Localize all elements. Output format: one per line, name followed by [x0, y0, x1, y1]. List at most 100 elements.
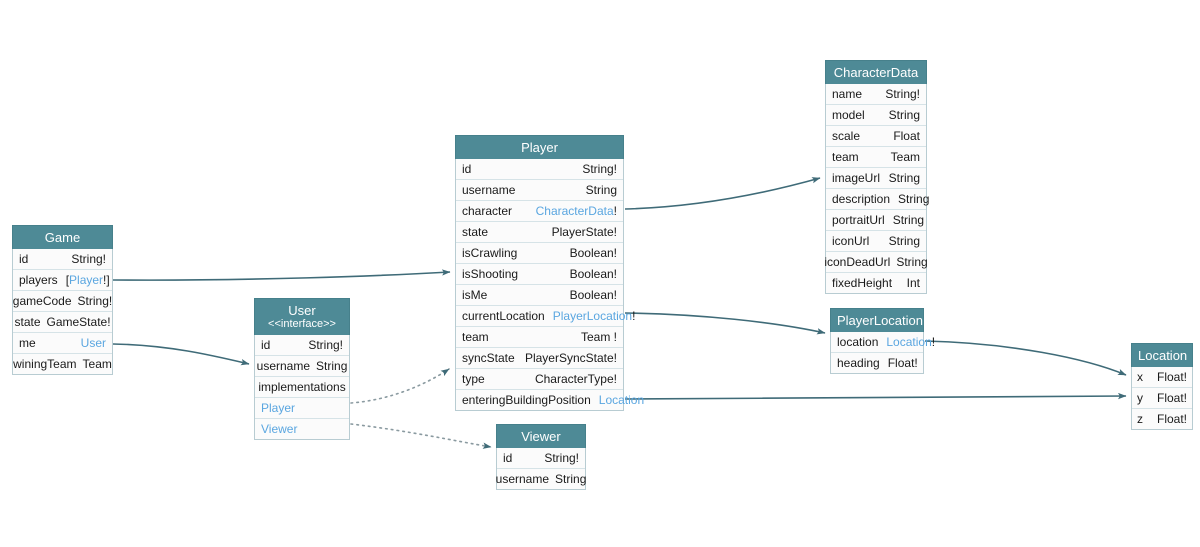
- field-characterdata-model[interactable]: model String: [826, 105, 926, 126]
- entity-user-name: User: [288, 303, 316, 318]
- field-location-y[interactable]: y Float!: [1132, 388, 1192, 409]
- user-implementation-player[interactable]: Player: [255, 398, 349, 419]
- entity-viewer[interactable]: Viewer id String! username String: [496, 424, 587, 490]
- field-characterdata-description[interactable]: description String: [826, 189, 929, 210]
- user-implementation-viewer[interactable]: Viewer: [255, 419, 349, 439]
- edge-player-enteringbuildingposition-to-location: [624, 392, 1127, 400]
- field-playerlocation-heading[interactable]: heading Float!: [831, 353, 923, 373]
- field-type: PlayerState!: [551, 225, 617, 239]
- field-game-players[interactable]: players [Player!]: [13, 270, 112, 291]
- field-characterdata-fixedHeight[interactable]: fixedHeight Int: [826, 273, 926, 293]
- edge-user-implements-player: [350, 368, 450, 404]
- field-player-currentLocation[interactable]: currentLocation PlayerLocation!: [456, 306, 635, 327]
- field-player-id[interactable]: id String!: [456, 159, 623, 180]
- field-type: String: [316, 359, 348, 373]
- field-characterdata-name[interactable]: name String!: [826, 84, 926, 105]
- field-type-link[interactable]: Player: [69, 273, 104, 287]
- field-characterdata-iconDeadUrl[interactable]: iconDeadUrl String: [824, 252, 928, 273]
- field-playerlocation-location[interactable]: location Location!: [831, 332, 935, 353]
- field-game-winingTeam[interactable]: winingTeam Team: [13, 354, 112, 374]
- field-viewer-username[interactable]: username String: [496, 469, 587, 489]
- field-type: String: [555, 472, 587, 486]
- field-name: id: [19, 252, 29, 266]
- field-type: Float!: [1156, 412, 1187, 426]
- field-type-link[interactable]: Location: [598, 393, 645, 407]
- entity-player-title: Player: [455, 135, 624, 159]
- field-name: syncState: [462, 351, 515, 365]
- field-user-username[interactable]: username String: [255, 356, 349, 377]
- field-game-id[interactable]: id String!: [13, 249, 112, 270]
- field-type: String!: [582, 162, 617, 176]
- field-player-syncState[interactable]: syncState PlayerSyncState!: [456, 348, 623, 369]
- entity-player[interactable]: Player id String! username String charac…: [455, 135, 644, 411]
- entity-game-title: Game: [12, 225, 113, 249]
- field-player-enteringBuildingPosition[interactable]: enteringBuildingPosition Location: [456, 390, 644, 410]
- field-name: state: [14, 315, 41, 329]
- field-player-type[interactable]: type CharacterType!: [456, 369, 623, 390]
- field-type-link[interactable]: CharacterData: [535, 204, 614, 218]
- field-type: Location!: [886, 335, 935, 349]
- field-characterdata-imageUrl[interactable]: imageUrl String: [826, 168, 926, 189]
- field-type: String: [585, 183, 617, 197]
- field-type: PlayerSyncState!: [524, 351, 617, 365]
- field-type: Team !: [580, 330, 617, 344]
- field-player-state[interactable]: state PlayerState!: [456, 222, 623, 243]
- field-name: iconDeadUrl: [824, 255, 891, 269]
- field-name: scale: [832, 129, 861, 143]
- field-game-gameCode[interactable]: gameCode String!: [13, 291, 112, 312]
- field-player-isCrawling[interactable]: isCrawling Boolean!: [456, 243, 623, 264]
- field-name: type: [462, 372, 485, 386]
- field-player-username[interactable]: username String: [456, 180, 623, 201]
- field-type: String: [888, 234, 920, 248]
- field-name: fixedHeight: [832, 276, 893, 290]
- field-game-me[interactable]: me User: [13, 333, 112, 354]
- field-type: Boolean!: [569, 267, 617, 281]
- field-location-x[interactable]: x Float!: [1132, 367, 1192, 388]
- bracket-close: !]: [103, 273, 110, 287]
- entity-game[interactable]: Game id String! players [Player!] gameCo…: [12, 225, 113, 375]
- field-characterdata-team[interactable]: team Team: [826, 147, 926, 168]
- field-type: String!: [308, 338, 343, 352]
- bracket-open: [: [65, 273, 70, 287]
- field-type-link[interactable]: Location: [886, 335, 932, 349]
- field-name: isMe: [462, 288, 488, 302]
- field-characterdata-iconUrl[interactable]: iconUrl String: [826, 231, 926, 252]
- field-name: username: [462, 183, 516, 197]
- field-type-link[interactable]: User: [80, 336, 106, 350]
- field-type: String: [892, 213, 925, 227]
- field-viewer-id[interactable]: id String!: [497, 448, 585, 469]
- entity-user[interactable]: User <<interface>> id String! username S…: [254, 298, 350, 440]
- field-name: id: [462, 162, 472, 176]
- field-characterdata-portraitUrl[interactable]: portraitUrl String: [826, 210, 926, 231]
- entity-characterdata[interactable]: CharacterData name String! model String …: [824, 60, 929, 294]
- field-type-link[interactable]: PlayerLocation: [552, 309, 633, 323]
- field-name: id: [261, 338, 271, 352]
- edge-player-character-to-characterdata: [624, 177, 821, 210]
- field-player-isShooting[interactable]: isShooting Boolean!: [456, 264, 623, 285]
- edge-player-currentlocation-to-playerlocation: [624, 312, 826, 335]
- user-implementations-label: implementations: [255, 377, 349, 398]
- field-type: GameState!: [46, 315, 111, 329]
- field-name: username: [256, 359, 311, 373]
- field-name: name: [832, 87, 863, 101]
- entity-playerlocation-title: PlayerLocation: [830, 308, 924, 332]
- field-type: String: [888, 108, 920, 122]
- field-name: imageUrl: [832, 171, 881, 185]
- field-location-z[interactable]: z Float!: [1132, 409, 1192, 429]
- field-characterdata-scale[interactable]: scale Float: [826, 126, 926, 147]
- field-player-team[interactable]: team Team !: [456, 327, 623, 348]
- edge-game-me-to-user: [112, 343, 250, 366]
- field-name: iconUrl: [832, 234, 870, 248]
- entity-location[interactable]: Location x Float! y Float! z Float!: [1131, 343, 1193, 430]
- field-game-state[interactable]: state GameState!: [13, 312, 112, 333]
- entity-playerlocation[interactable]: PlayerLocation location Location! headin…: [830, 308, 935, 374]
- field-type: Team: [82, 357, 112, 371]
- field-name: x: [1137, 370, 1143, 384]
- field-name: me: [19, 336, 36, 350]
- field-player-isMe[interactable]: isMe Boolean!: [456, 285, 623, 306]
- field-user-id[interactable]: id String!: [255, 335, 349, 356]
- field-name: winingTeam: [13, 357, 77, 371]
- field-player-character[interactable]: character CharacterData!: [456, 201, 623, 222]
- field-type: Float: [893, 129, 920, 143]
- field-type: Float!: [887, 356, 918, 370]
